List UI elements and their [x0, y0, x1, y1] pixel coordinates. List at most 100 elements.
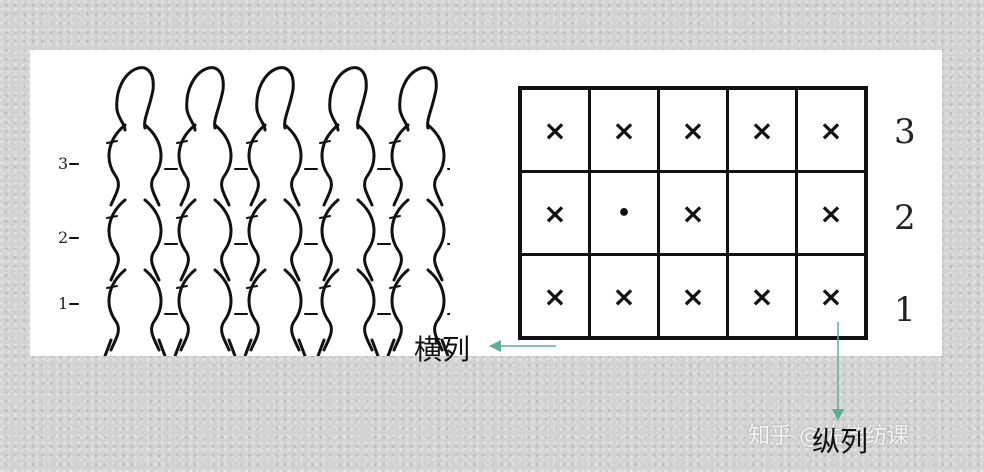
- loop-tail: [173, 338, 183, 356]
- cross-symbol: ×: [543, 196, 567, 230]
- watermark-text: 知乎 @佐佛纺课: [748, 424, 909, 449]
- grid-cell-empty: [726, 170, 798, 256]
- loop-right-leg: [283, 268, 303, 352]
- loop-tail: [370, 338, 380, 356]
- loop-head: [398, 66, 438, 130]
- loop-tail: [227, 338, 237, 356]
- loop-head: [115, 108, 127, 132]
- loop-right-leg: [426, 198, 446, 282]
- cross-symbol: ×: [612, 279, 636, 313]
- cross-symbol: ×: [681, 196, 705, 230]
- dot-symbol: •: [616, 200, 632, 226]
- loop-tail: [386, 338, 396, 356]
- grid-cell: ×: [588, 86, 660, 173]
- loop-left-leg: [390, 268, 410, 352]
- loop-head: [115, 66, 155, 130]
- loop-right-leg: [213, 268, 233, 352]
- loop-left-leg: [320, 198, 340, 282]
- grid-cell: ×: [588, 253, 660, 340]
- grid-cell: ×: [518, 253, 591, 340]
- cross-symbol: ×: [681, 113, 705, 147]
- loop-right-leg: [213, 123, 233, 207]
- cross-symbol: ×: [543, 279, 567, 313]
- loop-right-leg: [426, 123, 446, 207]
- cross-symbol: ×: [612, 113, 636, 147]
- loop-tail: [316, 338, 326, 356]
- loop-head: [255, 108, 267, 132]
- cross-symbol: ×: [543, 113, 567, 147]
- loop-left-leg: [107, 123, 127, 207]
- yarn-tick: [176, 140, 188, 144]
- cross-symbol: ×: [750, 113, 774, 147]
- loop-left-leg: [390, 198, 410, 282]
- yarn-tick: [246, 285, 258, 289]
- left-row-label-1: 1: [58, 294, 69, 313]
- loop-left-leg: [320, 123, 340, 207]
- course-label: 横列: [414, 333, 471, 366]
- yarn-tick: [106, 140, 118, 144]
- yarn-tick: [246, 215, 258, 219]
- loop-right-leg: [356, 268, 376, 352]
- left-row-label-3: 3: [58, 154, 69, 173]
- grid-row-1: × × × × ×: [518, 253, 868, 340]
- yarn-tick: [106, 285, 118, 289]
- grid-cell: ×: [657, 253, 729, 340]
- loop-right-leg: [356, 198, 376, 282]
- cross-symbol: ×: [681, 279, 705, 313]
- yarn-tick: [176, 285, 188, 289]
- loop-tail: [440, 338, 450, 356]
- loop-right-leg: [283, 198, 303, 282]
- loop-head: [255, 66, 295, 130]
- loop-right-leg: [283, 123, 303, 207]
- loop-head: [328, 66, 368, 130]
- loop-tail: [243, 338, 253, 356]
- loop-left-leg: [247, 198, 267, 282]
- loop-right-leg: [143, 123, 163, 207]
- loop-head: [328, 108, 340, 132]
- cross-symbol: ×: [750, 279, 774, 313]
- yarn-tick: [389, 285, 401, 289]
- yarn-tick: [246, 140, 258, 144]
- grid-cell: ×: [795, 253, 868, 340]
- symbol-grid: × × × × × × • × × × × × × ×: [518, 86, 868, 340]
- grid-cell: ×: [518, 170, 591, 256]
- loop-left-leg: [177, 198, 197, 282]
- yarn-tick: [319, 215, 331, 219]
- yarn-tick: [389, 215, 401, 219]
- cross-symbol: ×: [819, 279, 843, 313]
- grid-row-2: × • × ×: [518, 170, 868, 256]
- loop-head: [185, 66, 225, 130]
- grid-cell: ×: [795, 86, 868, 173]
- loop-left-leg: [107, 198, 127, 282]
- loop-tail: [297, 338, 307, 356]
- loop-right-leg: [143, 268, 163, 352]
- loop-tail: [157, 338, 167, 356]
- loop-left-leg: [107, 268, 127, 352]
- loop-left-leg: [177, 268, 197, 352]
- knit-loop-diagram: [69, 66, 450, 356]
- grid-cell: ×: [795, 170, 868, 256]
- yarn-tick: [389, 140, 401, 144]
- grid-cell: •: [588, 170, 660, 256]
- right-row-label-2: 2: [894, 198, 916, 238]
- loop-right-leg: [143, 198, 163, 282]
- yarn-tick: [319, 140, 331, 144]
- loop-head: [398, 108, 410, 132]
- right-row-label-3: 3: [894, 112, 916, 152]
- loop-head: [185, 108, 197, 132]
- yarn-tick: [319, 285, 331, 289]
- loop-left-leg: [390, 123, 410, 207]
- loop-left-leg: [320, 268, 340, 352]
- grid-cell: ×: [726, 86, 798, 173]
- wale-label: 纵列: [812, 425, 869, 458]
- loop-left-leg: [247, 268, 267, 352]
- grid-row-3: × × × × ×: [518, 86, 868, 173]
- cross-symbol: ×: [819, 113, 843, 147]
- grid-cell: ×: [518, 86, 591, 173]
- grid-cell: ×: [657, 86, 729, 173]
- loop-left-leg: [247, 123, 267, 207]
- grid-cell: ×: [657, 170, 729, 256]
- right-row-label-1: 1: [894, 290, 916, 330]
- loop-right-leg: [356, 123, 376, 207]
